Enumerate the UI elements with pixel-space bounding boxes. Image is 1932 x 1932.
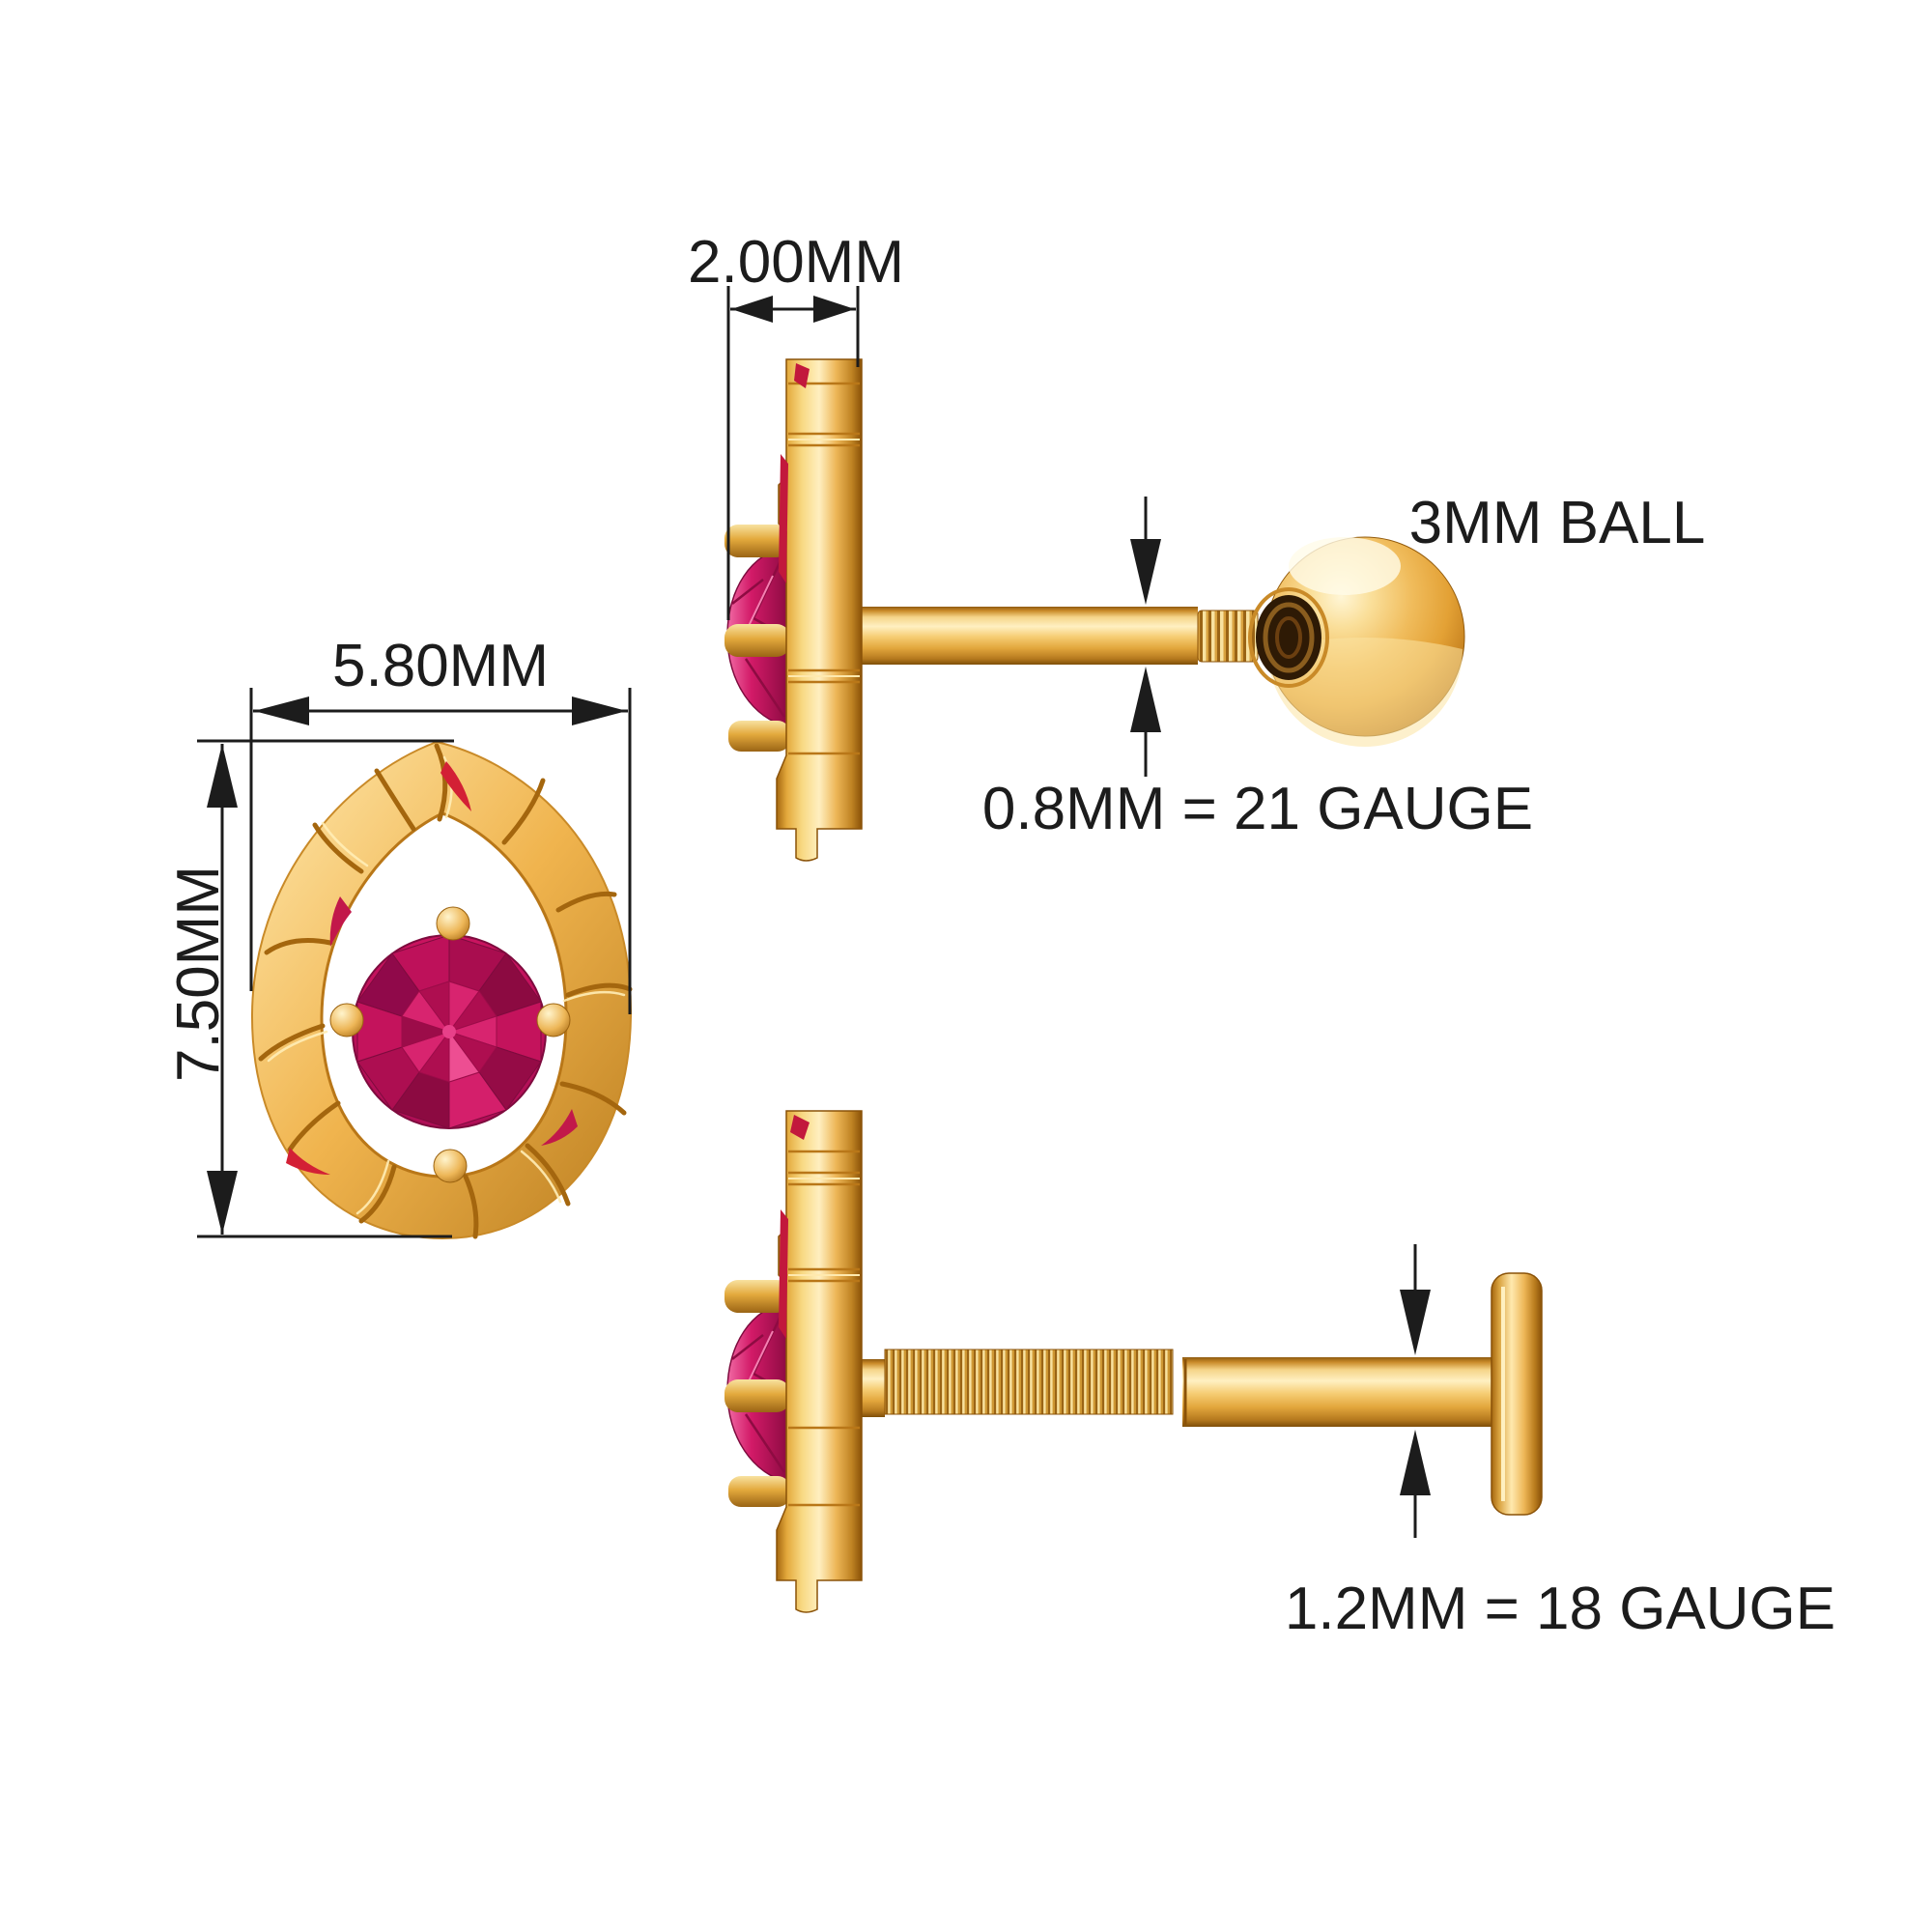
- prong-left: [329, 1003, 364, 1037]
- front-height-dimension: 7.50MM: [165, 739, 454, 1238]
- post-gauge-bottom-label: 1.2MM = 18 GAUGE: [1285, 1576, 1835, 1642]
- side-view-labret-stud: 1.2MM = 18 GAUGE: [724, 1110, 1835, 1642]
- side-view-ball-stud: 2.00MM 0.8MM = 21 GAUGE 3MM BALL: [688, 229, 1706, 862]
- ruby-rim-facets: [356, 934, 542, 1129]
- prong-top: [436, 906, 470, 941]
- arrow-left-icon: [254, 696, 309, 725]
- ball-highlight: [1289, 537, 1401, 595]
- head-width-dimension: 2.00MM: [688, 229, 904, 620]
- side-prongs-top: [724, 525, 790, 752]
- ball-thread-hole: [1248, 587, 1329, 688]
- front-earring-frame: [250, 740, 633, 1240]
- labret-collar: [862, 1359, 885, 1417]
- front-height-label: 7.50MM: [165, 866, 232, 1082]
- labret-post-piece: [1182, 1272, 1543, 1516]
- ball-lower-reflection: [1267, 638, 1463, 747]
- head-crevice-red-bottom: [779, 1209, 788, 1339]
- head-width-label: 2.00MM: [688, 229, 904, 296]
- head-ridges-top: [788, 382, 860, 755]
- front-prongs: [329, 906, 571, 1183]
- front-ruby-gemstone: [352, 934, 547, 1129]
- arrow-up-icon: [1130, 667, 1161, 732]
- crevice-accents: [286, 761, 578, 1175]
- labret-thread: [884, 1349, 1174, 1415]
- arrow-down-icon: [207, 1171, 238, 1235]
- head-ridges-bottom: [788, 1150, 860, 1507]
- ball-closure: [1248, 536, 1465, 747]
- prong-right: [536, 1003, 571, 1037]
- arrow-down-icon: [1130, 539, 1161, 605]
- arrow-down-icon: [1400, 1290, 1431, 1355]
- prong-bottom: [433, 1149, 468, 1183]
- head-crevice-red-top2: [794, 363, 810, 388]
- side-prongs-bottom: [724, 1280, 790, 1507]
- ruby-table-facets: [401, 980, 497, 1083]
- arrow-right-icon: [813, 296, 855, 323]
- post-diameter-dimension-bottom: 1.2MM = 18 GAUGE: [1285, 1244, 1835, 1642]
- side-head-top: [776, 358, 863, 862]
- arrow-up-icon: [1400, 1430, 1431, 1495]
- front-width-label: 5.80MM: [332, 633, 549, 699]
- arrow-left-icon: [731, 296, 773, 323]
- arrow-right-icon: [572, 696, 627, 725]
- arrow-up-icon: [207, 744, 238, 808]
- side-head-bottom: [776, 1110, 863, 1613]
- stud-post: [862, 607, 1198, 665]
- front-width-dimension: 5.80MM: [249, 633, 632, 1014]
- head-crevice-red-bottom2: [790, 1115, 810, 1140]
- labret-disc: [1491, 1272, 1543, 1516]
- head-crevice-red-top: [779, 454, 788, 583]
- post-gauge-top-label: 0.8MM = 21 GAUGE: [982, 776, 1533, 842]
- ball-size-label: 3MM BALL: [1409, 490, 1706, 556]
- post-diameter-dimension-top: 0.8MM = 21 GAUGE: [982, 497, 1533, 842]
- front-view: 5.80MM 7.50MM: [165, 633, 633, 1240]
- swirl-segments: [258, 743, 633, 1239]
- ruby-culet: [442, 1025, 456, 1038]
- labret-post: [1182, 1357, 1493, 1427]
